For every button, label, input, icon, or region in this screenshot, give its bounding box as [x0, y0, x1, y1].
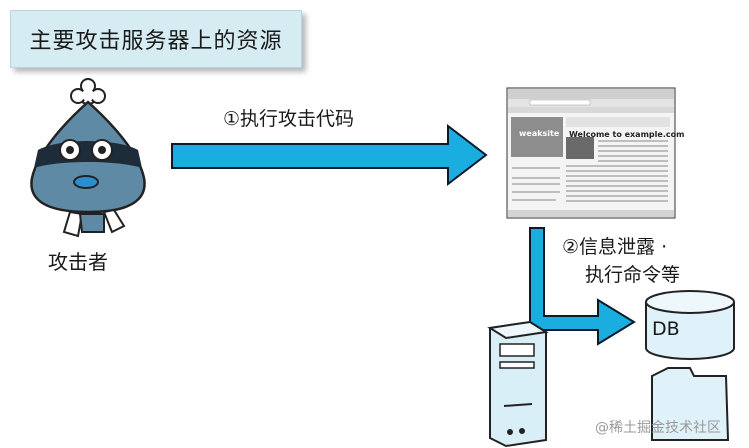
database-label: DB [652, 318, 680, 340]
attacker-label: 攻击者 [48, 250, 108, 274]
watermark: @稀土掘金技术社区 [595, 420, 721, 436]
step2-label-line1: ②信息泄露 · [562, 236, 668, 258]
folder-icon [651, 367, 730, 441]
attacker-icon [30, 78, 146, 238]
diagram-title: 主要攻击服务器上的资源 [10, 10, 302, 68]
server-icon [487, 320, 549, 448]
database-icon [645, 290, 735, 360]
step2-label-line2: 执行命令等 [585, 264, 681, 286]
step1-label: ①执行攻击代码 [223, 108, 355, 130]
browser-heading: Welcome to example.com [569, 130, 685, 139]
browser-site-name: weaksite [519, 129, 560, 138]
attack-arrow-icon [171, 123, 488, 187]
browser-window-icon [506, 87, 676, 219]
leak-arrow-icon [529, 227, 636, 346]
